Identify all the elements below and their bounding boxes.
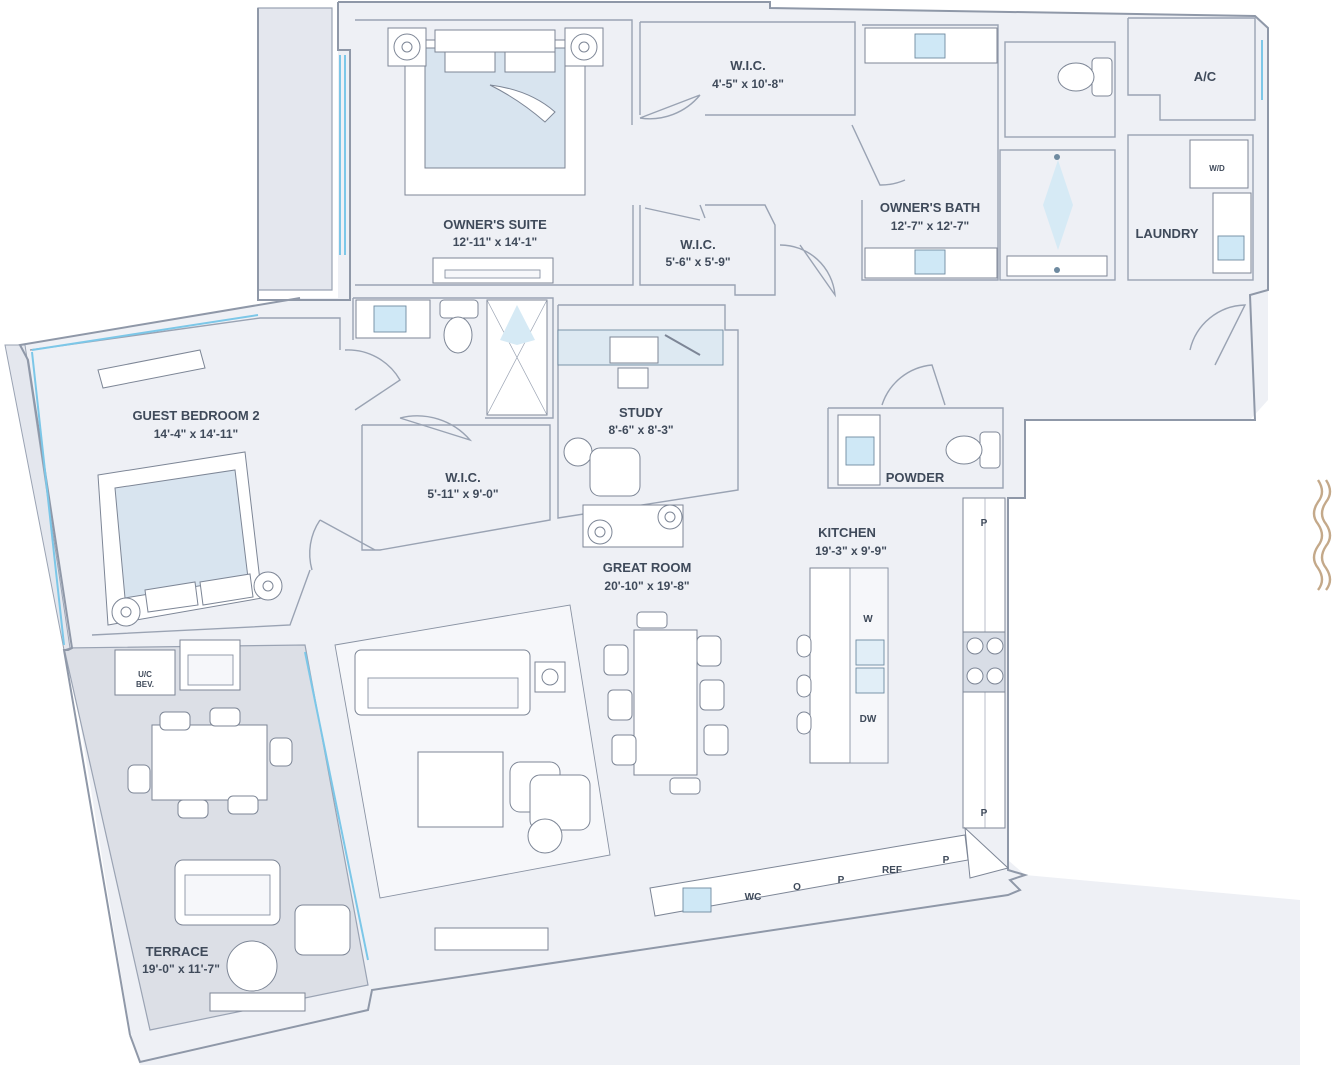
study-dims: 8'-6" x 8'-3" [608, 423, 673, 437]
fixture-labels: W/D P P W DW WC O P REF P U/C BEV. [136, 164, 1225, 903]
owners-suite-furniture [387, 27, 604, 284]
toilet-icon [1057, 57, 1113, 97]
oven-label: O [793, 882, 801, 893]
pantry-label-top: P [981, 518, 988, 529]
washer-dryer-label: W/D [1209, 164, 1225, 173]
terrace-label: TERRACE [146, 944, 209, 959]
interior-walls [29, 17, 1256, 636]
wine-cooler-label: WC [745, 892, 762, 903]
room-labels: OWNER'S SUITE 12'-11" x 14'-1" W.I.C. 4'… [132, 58, 1216, 976]
wic-guest-label: W.I.C. [445, 470, 480, 485]
owners-bath-fixtures [864, 27, 1113, 279]
toilet-icon [945, 431, 1001, 469]
terrace-dims: 19'-0" x 11'-7" [142, 962, 220, 976]
outer-walls [18, 1, 1269, 1064]
guest-bedroom-dims: 14'-4" x 14'-11" [154, 427, 238, 441]
nightstand-right [253, 571, 283, 601]
dishwasher-label: DW [860, 714, 877, 725]
refrigerator-label: REF [882, 865, 902, 876]
study-label: STUDY [619, 405, 663, 420]
nightstand-left [111, 597, 141, 627]
guest-bedroom-label: GUEST BEDROOM 2 [132, 408, 259, 423]
windows [31, 40, 1263, 961]
study-furniture [557, 329, 724, 548]
powder-fixtures [837, 414, 1001, 486]
ac-label: A/C [1194, 69, 1217, 84]
wave-icon [1312, 479, 1332, 591]
pantry-label-counter: P [838, 875, 845, 886]
toilet-icon [439, 299, 479, 354]
great-room-furniture [334, 604, 729, 951]
great-room-label: GREAT ROOM [603, 560, 692, 575]
console-table [582, 504, 684, 548]
wic-mid-dims: 5'-6" x 5'-9" [665, 255, 730, 269]
owners-suite-label: OWNER'S SUITE [443, 217, 547, 232]
wic-top-label: W.I.C. [730, 58, 765, 73]
terrace-furniture [114, 639, 351, 1012]
laundry-fixtures [1189, 139, 1252, 274]
wic-guest-dims: 5'-11" x 9'-0" [427, 487, 498, 501]
doors [309, 94, 1247, 571]
kitchen-dims: 19'-3" x 9'-9" [815, 544, 887, 558]
laundry-label: LAUNDRY [1135, 226, 1198, 241]
owners-suite-dims: 12'-11" x 14'-1" [453, 235, 537, 249]
kitchen-fixtures [649, 497, 1010, 917]
powder-label: POWDER [886, 470, 945, 485]
uc-bev-label-2: BEV. [136, 680, 154, 689]
wic-top-dims: 4'-5" x 10'-8" [712, 77, 784, 91]
uc-bev-label-1: U/C [138, 670, 152, 679]
dining-table [603, 611, 729, 795]
washer-label: W [863, 614, 873, 625]
cooktop-icon [962, 631, 1006, 693]
kitchen-label: KITCHEN [818, 525, 876, 540]
nightstand-left [387, 27, 427, 67]
owners-bath-label: OWNER'S BATH [880, 200, 980, 215]
nightstand-right [564, 27, 604, 67]
great-room-dims: 20'-10" x 19'-8" [604, 579, 689, 593]
owners-bath-dims: 12'-7" x 12'-7" [891, 219, 969, 233]
hall-bath-fixtures [355, 299, 548, 416]
guest-bedroom-furniture [97, 349, 283, 627]
pantry-label-right: P [943, 855, 950, 866]
wic-mid-label: W.I.C. [680, 237, 715, 252]
pantry-label-bottom: P [981, 808, 988, 819]
